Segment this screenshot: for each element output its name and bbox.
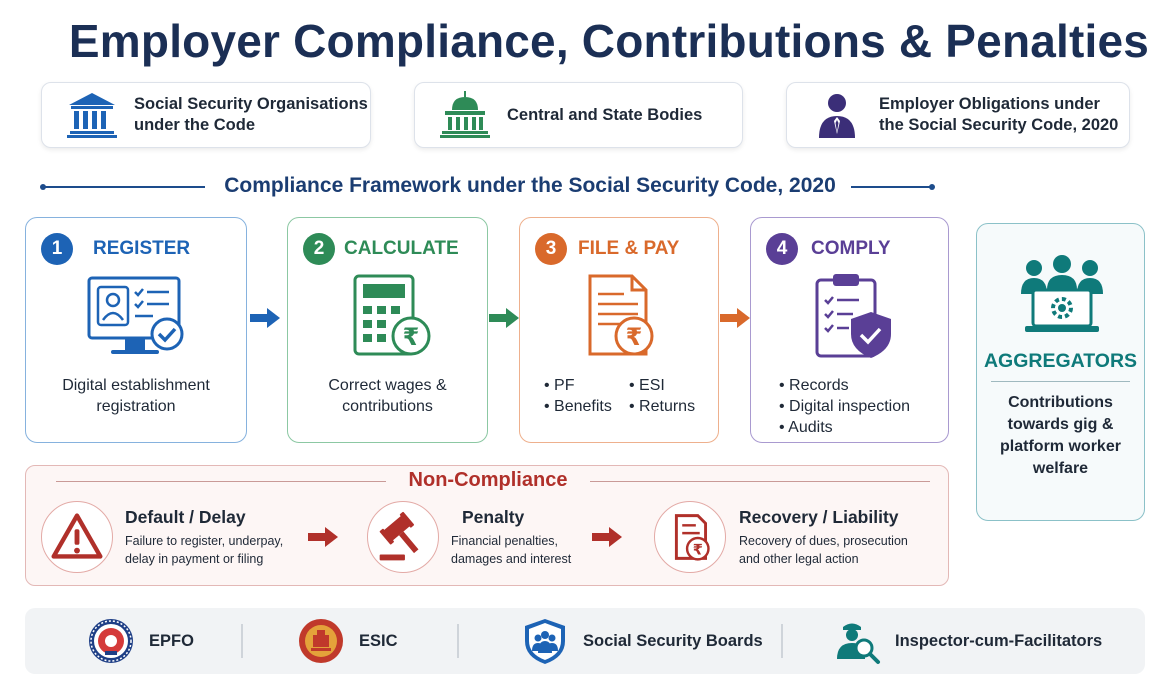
arrow-right-icon <box>592 527 622 547</box>
epfo-logo-icon <box>89 619 133 663</box>
step-number: 3 <box>535 233 567 265</box>
nc-item-title: Default / Delay <box>125 507 246 527</box>
inspector-search-icon <box>837 623 880 664</box>
bullet-item: Records <box>779 375 910 396</box>
divider-line-right <box>590 481 930 482</box>
divider-dot <box>929 184 935 190</box>
step-file-pay: 3 FILE & PAY ₹ PF Benefits ESI Returns <box>519 217 719 443</box>
org-epfo: EPFO <box>87 608 194 674</box>
top-card-bodies: Central and State Bodies <box>414 82 743 148</box>
separator <box>781 624 783 658</box>
rupee-document-icon: ₹ <box>674 514 710 561</box>
bullet-item: Returns <box>629 396 695 417</box>
recovery-circle: ₹ <box>654 501 726 573</box>
warning-triangle-icon <box>51 513 103 559</box>
org-label: Inspector-cum-Facilitators <box>895 631 1103 650</box>
org-label: ESIC <box>359 631 398 650</box>
divider-line-left <box>44 186 205 188</box>
nc-item-title: Penalty <box>462 507 525 527</box>
arrow-right-icon <box>489 308 519 328</box>
esic-logo-icon <box>299 619 343 663</box>
top-card-line2: the Social Security Code, 2020 <box>879 116 1119 134</box>
nc-item-line: delay in payment or filing <box>125 552 264 566</box>
aggregators-desc-line: Contributions <box>1008 394 1113 411</box>
non-compliance-panel: Non-Compliance Default / Delay Failure t… <box>25 465 949 586</box>
separator <box>241 624 243 658</box>
step-title: COMPLY <box>811 238 891 259</box>
top-card-obligations: Employer Obligations under the Social Se… <box>786 82 1130 148</box>
aggregators-desc-line: towards gig & <box>1007 416 1114 433</box>
nc-item-line: Financial penalties, <box>451 534 559 548</box>
warning-circle <box>41 501 113 573</box>
step-title: CALCULATE <box>344 238 459 259</box>
bullet-item: PF <box>544 375 612 396</box>
arrow-right-icon <box>308 527 338 547</box>
top-card-line1: Employer Obligations under <box>879 95 1100 113</box>
nc-item-line: damages and interest <box>451 552 572 566</box>
nc-item-line: Recovery of dues, prosecution <box>739 534 908 548</box>
bank-building-icon <box>67 93 117 138</box>
employer-person-icon <box>819 94 855 138</box>
framework-title: Compliance Framework under the Social Se… <box>224 174 836 197</box>
org-label: EPFO <box>149 631 194 650</box>
group-laptop-gear-icon <box>1021 255 1103 332</box>
step-title: FILE & PAY <box>578 238 680 259</box>
svg-text:₹: ₹ <box>693 542 703 559</box>
step-comply: 4 COMPLY Records Digital inspection Audi… <box>750 217 949 443</box>
step-calculate: 2 CALCULATE ₹ Correct wages & contributi… <box>287 217 488 443</box>
document-rupee-icon: ₹ <box>588 274 654 356</box>
calculator-rupee-icon: ₹ <box>353 274 430 356</box>
step-register: 1 REGISTER Digital establishment registr… <box>25 217 247 443</box>
nc-item-line: and other legal action <box>739 552 859 566</box>
step-number: 4 <box>766 233 798 265</box>
svg-text:₹: ₹ <box>402 323 419 351</box>
top-card-line1: Social Security Organisations <box>134 95 368 113</box>
top-card-line2: under the Code <box>134 116 256 134</box>
aggregators-title: AGGREGATORS <box>983 350 1138 372</box>
top-card-line1: Central and State Bodies <box>507 105 703 124</box>
step-desc-line1: Correct wages & <box>328 377 447 394</box>
divider-line-left <box>56 481 386 482</box>
aggregators-panel: AGGREGATORS Contributions towards gig & … <box>976 223 1145 521</box>
step-desc-line2: registration <box>96 398 176 415</box>
step-number: 2 <box>303 233 335 265</box>
non-compliance-title: Non-Compliance <box>408 469 568 491</box>
government-dome-icon <box>440 91 490 138</box>
nc-item-line: Failure to register, underpay, <box>125 534 284 548</box>
divider-dot <box>40 184 46 190</box>
gavel-icon <box>379 511 419 561</box>
bullet-item: Digital inspection <box>779 396 910 417</box>
bullet-item: Benefits <box>544 396 612 417</box>
step-title: REGISTER <box>93 238 191 259</box>
step-number: 1 <box>41 233 73 265</box>
aggregators-desc-line: welfare <box>1032 460 1089 477</box>
org-social-security-boards: Social Security Boards <box>521 608 763 674</box>
clipboard-shield-icon <box>815 274 891 358</box>
divider-line-right <box>851 186 932 188</box>
nc-item-title: Recovery / Liability <box>739 507 899 527</box>
aggregators-desc-line: platform worker <box>1000 438 1121 455</box>
arrow-right-icon <box>250 308 280 328</box>
top-card-organisations: Social Security Organisations under the … <box>41 82 371 148</box>
page-title: Employer Compliance, Contributions & Pen… <box>68 15 1150 67</box>
bottom-organisations-strip: EPFO ESIC Social Security Boards <box>25 608 1145 674</box>
svg-text:₹: ₹ <box>626 323 643 351</box>
org-label: Social Security Boards <box>583 631 763 650</box>
gavel-circle <box>367 501 439 573</box>
org-inspector: Inspector-cum-Facilitators <box>833 608 1102 674</box>
social-security-boards-icon <box>525 619 565 664</box>
arrow-right-icon <box>720 308 750 328</box>
step-desc-line2: contributions <box>342 398 433 415</box>
separator <box>457 624 459 658</box>
bullet-item: ESI <box>629 375 695 396</box>
bullet-item: Audits <box>779 417 910 438</box>
monitor-registration-icon <box>87 276 184 354</box>
divider <box>991 381 1130 382</box>
step-desc-line1: Digital establishment <box>62 377 210 394</box>
org-esic: ESIC <box>297 608 398 674</box>
